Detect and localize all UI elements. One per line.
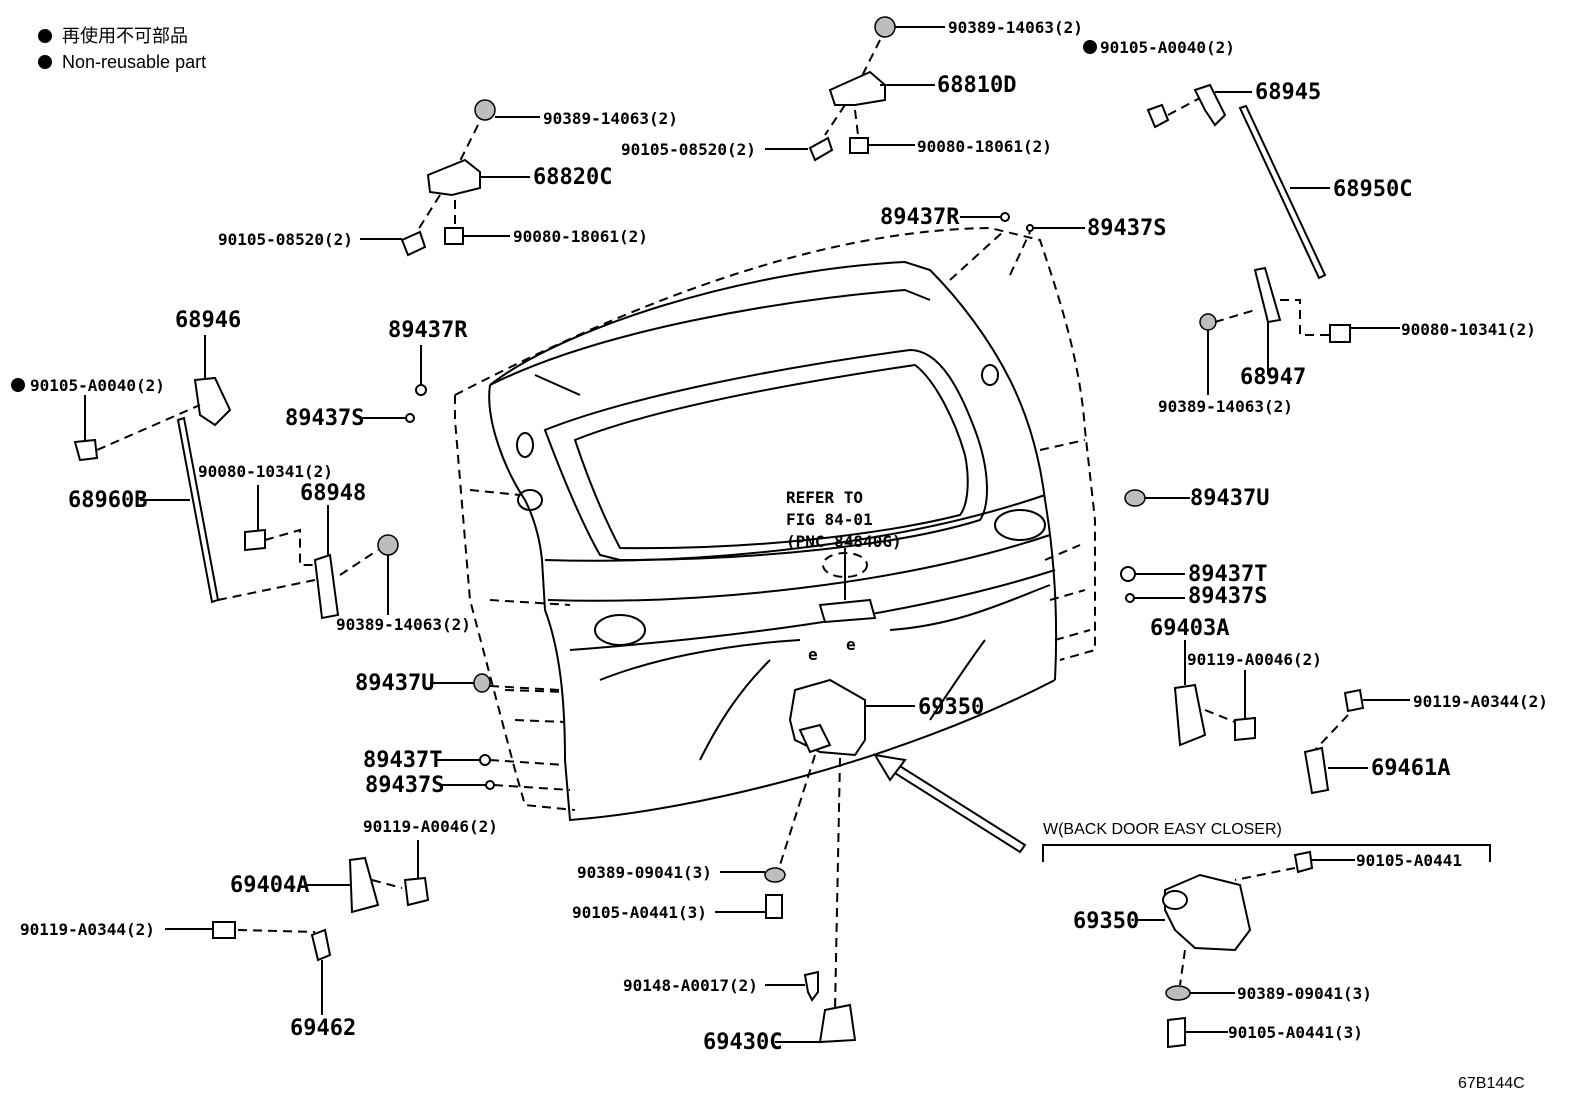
- bracket-69403a: [1173, 640, 1256, 747]
- refer-line1: REFER TO: [786, 488, 863, 507]
- label: 69350: [918, 695, 984, 720]
- svg-text:e: e: [846, 635, 856, 654]
- label: 90105-08520(2): [218, 230, 353, 249]
- refer-line3: (PNC 84840G): [786, 532, 902, 551]
- label: 90119-A0046(2): [363, 817, 498, 836]
- label: 89437R: [388, 318, 468, 343]
- handle-refer: [818, 548, 877, 624]
- label: 69404A: [230, 873, 309, 898]
- label: 90080-18061(2): [917, 137, 1052, 156]
- label: 90105-A0040(2): [30, 376, 165, 395]
- label: 69350: [1073, 909, 1139, 934]
- label: 90080-18061(2): [513, 227, 648, 246]
- strut-left: [11, 335, 399, 620]
- easy-closer-title: W(BACK DOOR EASY CLOSER): [1043, 821, 1282, 838]
- labels: 90389-14063(2) 90105-A0040(2) 68810D 689…: [20, 18, 1548, 1092]
- label: 90105-A0441(3): [572, 903, 707, 922]
- easy-closer: [1042, 844, 1491, 1049]
- label: 89437T: [1188, 562, 1267, 587]
- label: 89437S: [1087, 216, 1166, 241]
- label: 89437S: [365, 773, 444, 798]
- label: 69462: [290, 1016, 356, 1041]
- label: 90105-08520(2): [621, 140, 756, 159]
- label: 90389-14063(2): [1158, 397, 1293, 416]
- legend: 再使用不可部品 Non-reusable part: [38, 26, 206, 72]
- non-reusable-dot-icon: [1083, 40, 1097, 54]
- svg-text:e: e: [808, 645, 818, 664]
- label: 89437T: [363, 748, 442, 773]
- label: 90119-A0344(2): [20, 920, 155, 939]
- sensor-69462: [165, 921, 332, 1015]
- label: 90080-10341(2): [1401, 320, 1536, 339]
- label: 90389-09041(3): [1237, 984, 1372, 1003]
- label: 89437S: [285, 406, 364, 431]
- label: 69461A: [1371, 756, 1450, 781]
- label: 90389-14063(2): [336, 615, 471, 634]
- label: 68947: [1240, 365, 1306, 390]
- label: 90119-A0344(2): [1413, 692, 1548, 711]
- label: 68960B: [68, 488, 147, 513]
- label: 68945: [1255, 80, 1321, 105]
- label: 90389-14063(2): [543, 109, 678, 128]
- diagram-code: 67B144C: [1458, 1075, 1525, 1092]
- clip-dashed-outline: [454, 226, 1096, 811]
- clips: [360, 212, 1190, 791]
- label: 68946: [175, 308, 241, 333]
- bracket-69404a: [305, 840, 430, 914]
- sensor-69461a: [1303, 688, 1410, 795]
- refer-line2: FIG 84-01: [786, 510, 873, 529]
- label: 90148-A0017(2): [623, 976, 758, 995]
- label: 90119-A0046(2): [1187, 650, 1322, 669]
- label: 89437U: [355, 671, 434, 696]
- lock-69350-main: [779, 678, 1027, 1011]
- label: 90105-A0040(2): [1100, 38, 1235, 57]
- non-reusable-dot-icon: [38, 29, 52, 43]
- label: 90389-14063(2): [948, 18, 1083, 37]
- label: 69430C: [703, 1030, 782, 1055]
- label: 90105-A0441(3): [1228, 1023, 1363, 1042]
- label: 90389-09041(3): [577, 863, 712, 882]
- legend-jp: 再使用不可部品: [62, 26, 188, 46]
- hinge-68810d: [765, 16, 945, 162]
- label: 68810D: [937, 73, 1016, 98]
- label: 89437U: [1190, 486, 1269, 511]
- label: 89437R: [880, 205, 960, 230]
- strut-right: [1083, 40, 1400, 395]
- label: 68948: [300, 481, 366, 506]
- label: 90105-A0441: [1356, 851, 1462, 870]
- label: 69403A: [1150, 616, 1229, 641]
- legend-en: Non-reusable part: [62, 52, 206, 72]
- label: 89437S: [1188, 584, 1267, 609]
- non-reusable-dot-icon: [38, 55, 52, 69]
- label: 68950C: [1333, 177, 1412, 202]
- label: 68820C: [533, 165, 612, 190]
- label: 90080-10341(2): [198, 462, 333, 481]
- back-door-panel: e e: [488, 260, 1058, 822]
- hinge-68820c: [360, 99, 540, 257]
- lower-fasteners: [715, 867, 857, 1044]
- non-reusable-dot-icon: [11, 378, 25, 392]
